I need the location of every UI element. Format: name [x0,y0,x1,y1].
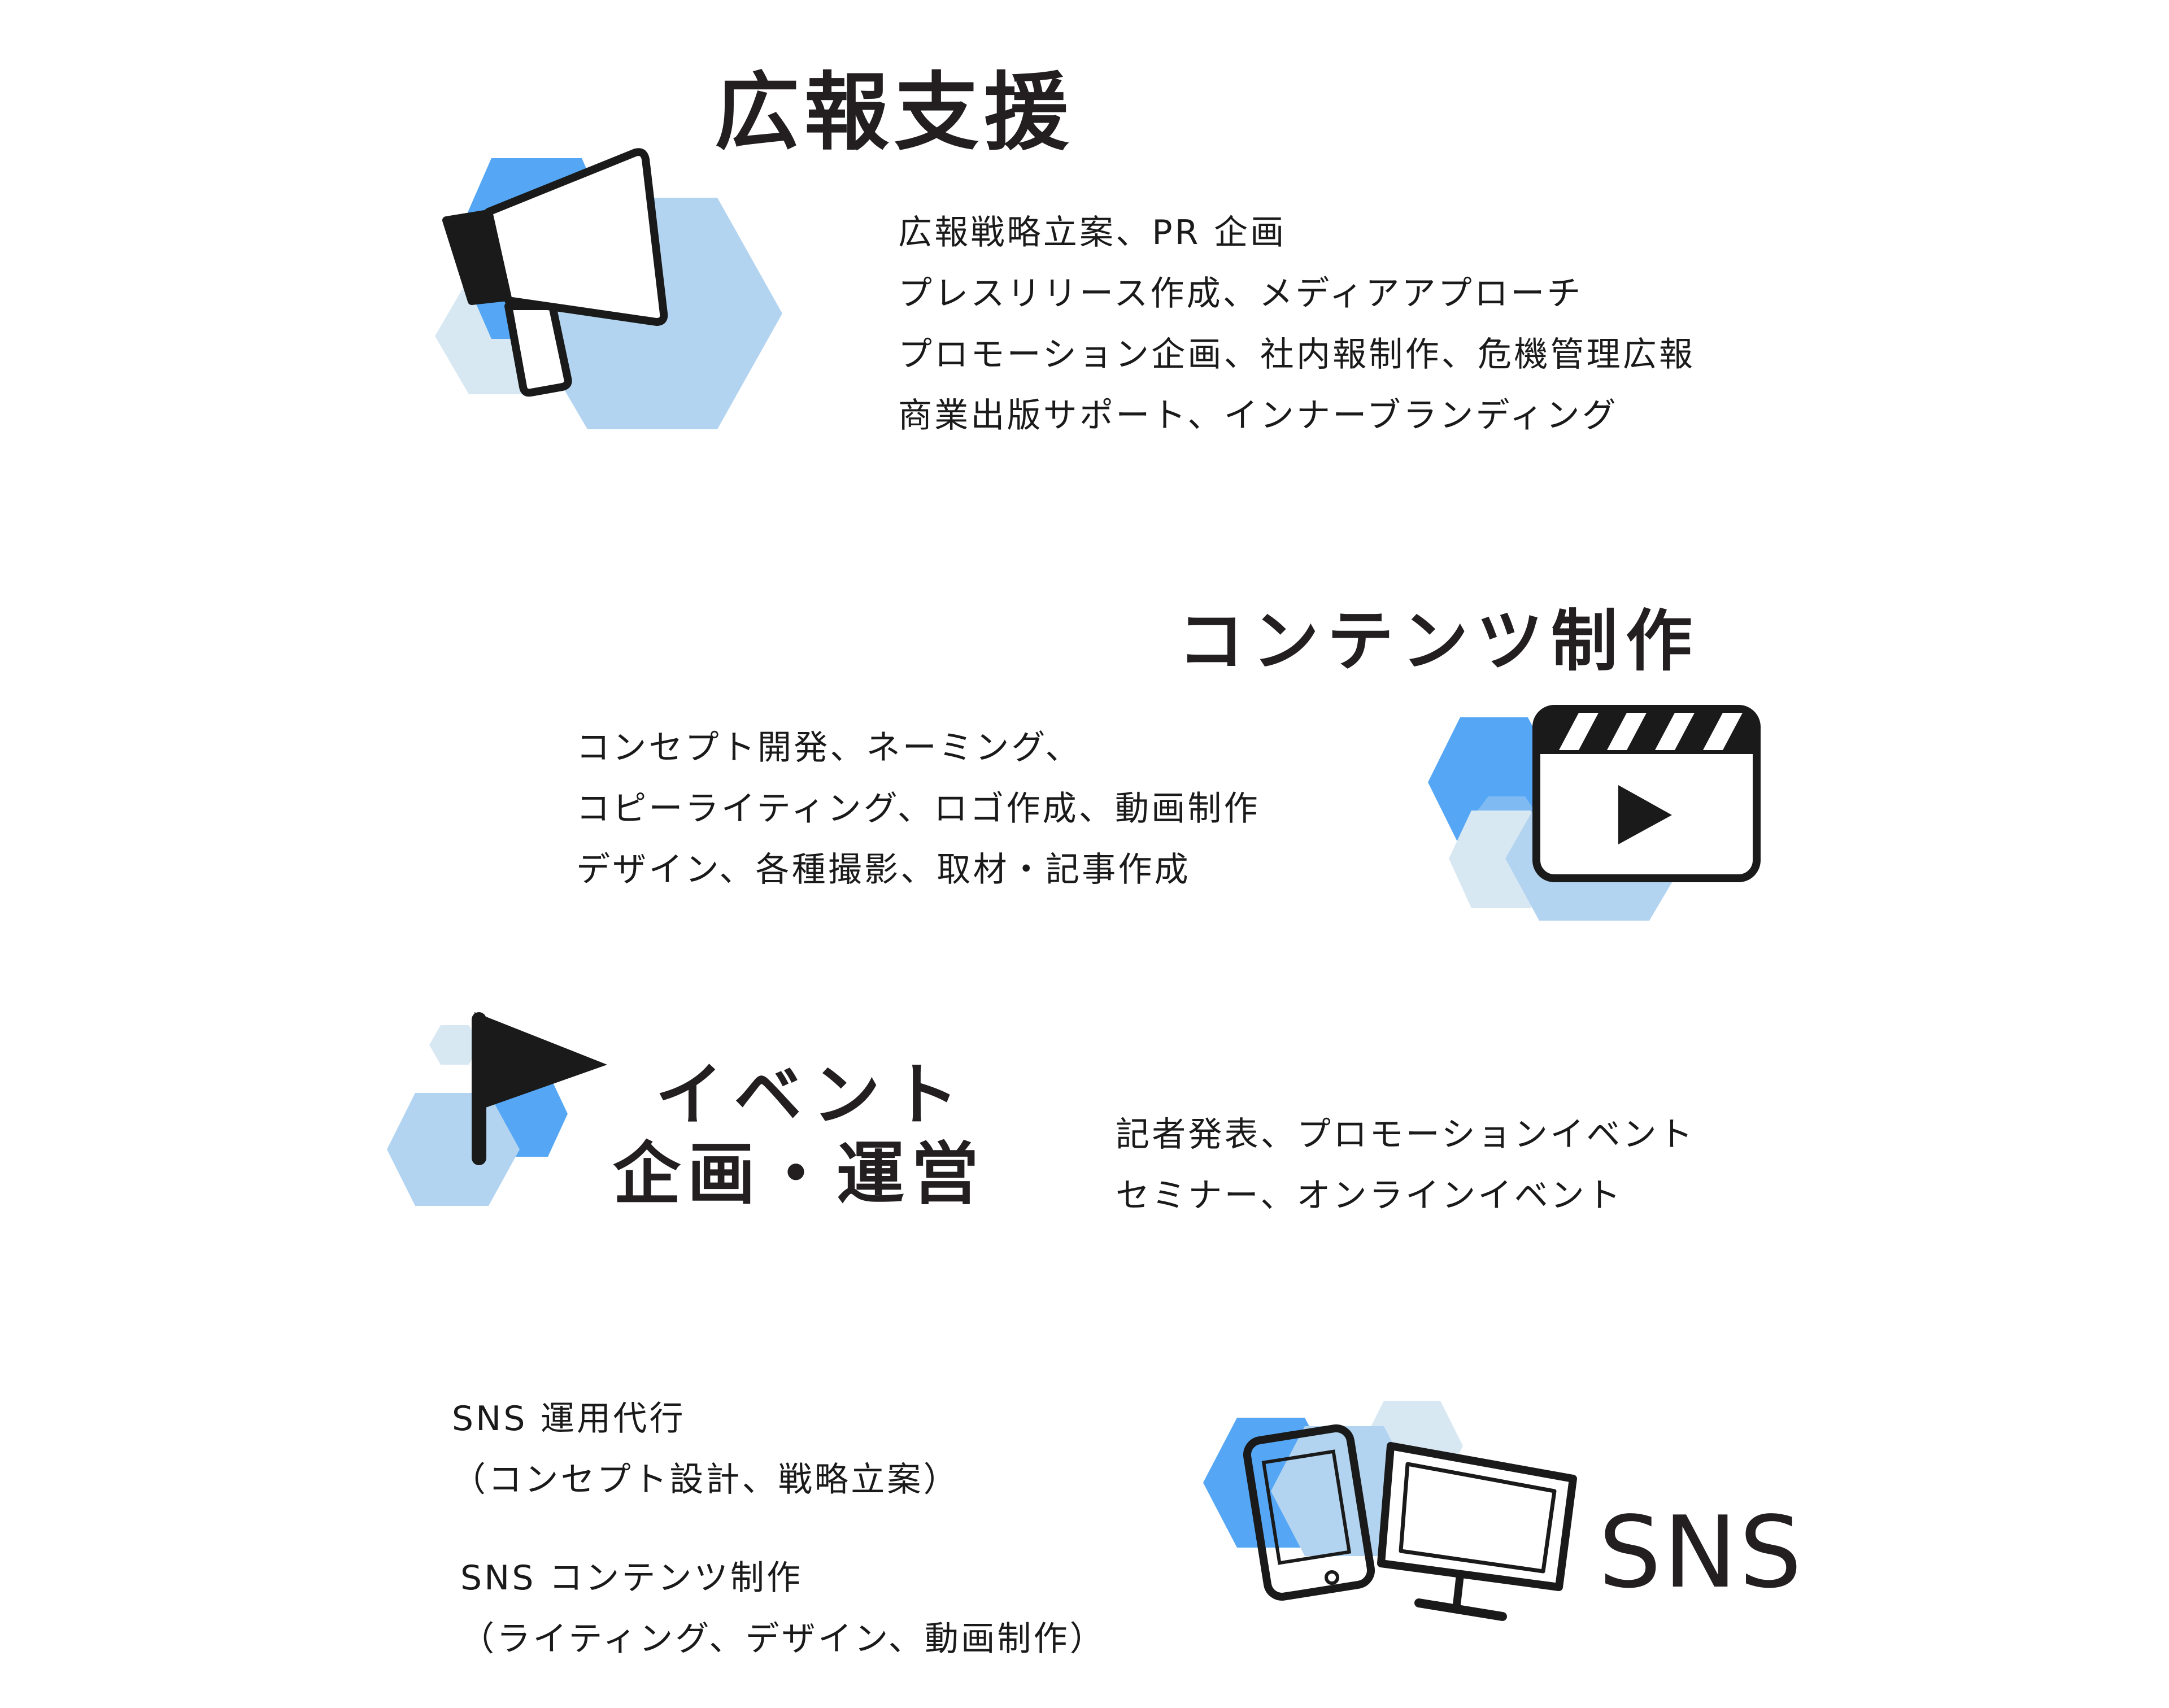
event-title-line-1: イベント [655,1056,970,1135]
content-line-1: コンセプト開発、ネーミング、 [576,728,1082,768]
event-line-1: 記者発表、プロモーションイベント [1116,1115,1695,1154]
pr-line-4: 商業出版サポート、インナーブランディング [898,396,1618,435]
monitor-glyph [1377,1442,1577,1621]
sns-block-2-line-2: （ライティング、デザイン、動画制作） [460,1619,1106,1659]
event-title-line-2: 企画・運営 [613,1135,986,1214]
megaphone-glyph [442,148,668,397]
pr-support-title: 広報支援 [715,64,1074,162]
pr-line-1: 広報戦略立案、PR 企画 [898,213,1287,252]
content-line-3: デザイン、各種撮影、取材・記事作成 [576,850,1191,890]
clapperboard-play-icon [1428,705,1761,921]
flag-icon [387,1012,607,1206]
sns-block-2-line-1: SNS コンテンツ制作 [460,1558,803,1598]
content-production-description: コンセプト開発、ネーミング、 コピーライティング、ロゴ作成、動画制作 デザイン、… [576,717,1260,900]
sns-block-1-line-1: SNS 運用代行 [452,1399,686,1439]
content-production-title: コンテンツ制作 [1178,602,1701,680]
event-line-2: セミナー、オンラインイベント [1116,1176,1623,1215]
event-description: 記者発表、プロモーションイベント セミナー、オンラインイベント [1116,1104,1695,1226]
sns-title: SNS [1599,1496,1804,1610]
content-line-2: コピーライティング、ロゴ作成、動画制作 [576,789,1260,829]
smartphone-glyph [1243,1424,1375,1601]
hex-pale-small [429,1025,480,1065]
sns-block-1: SNS 運用代行 （コンセプト設計、戦略立案） [452,1388,960,1510]
megaphone-icon [435,148,782,429]
pr-line-2: プレスリリース作成、メディアアプローチ [898,274,1583,313]
smartphone-monitor-icon [1203,1401,1577,1621]
sns-block-1-line-2: （コンセプト設計、戦略立案） [452,1460,960,1500]
clapperboard-glyph [1532,705,1761,882]
sns-block-2: SNS コンテンツ制作 （ライティング、デザイン、動画制作） [460,1548,1106,1670]
hex-light [387,1093,520,1206]
pr-support-description: 広報戦略立案、PR 企画 プレスリリース作成、メディアアプローチ プロモーション… [898,202,1695,446]
play-icon [1618,785,1672,844]
flag-glyph [472,1012,607,1165]
pr-line-3: プロモーション企画、社内報制作、危機管理広報 [898,335,1696,374]
